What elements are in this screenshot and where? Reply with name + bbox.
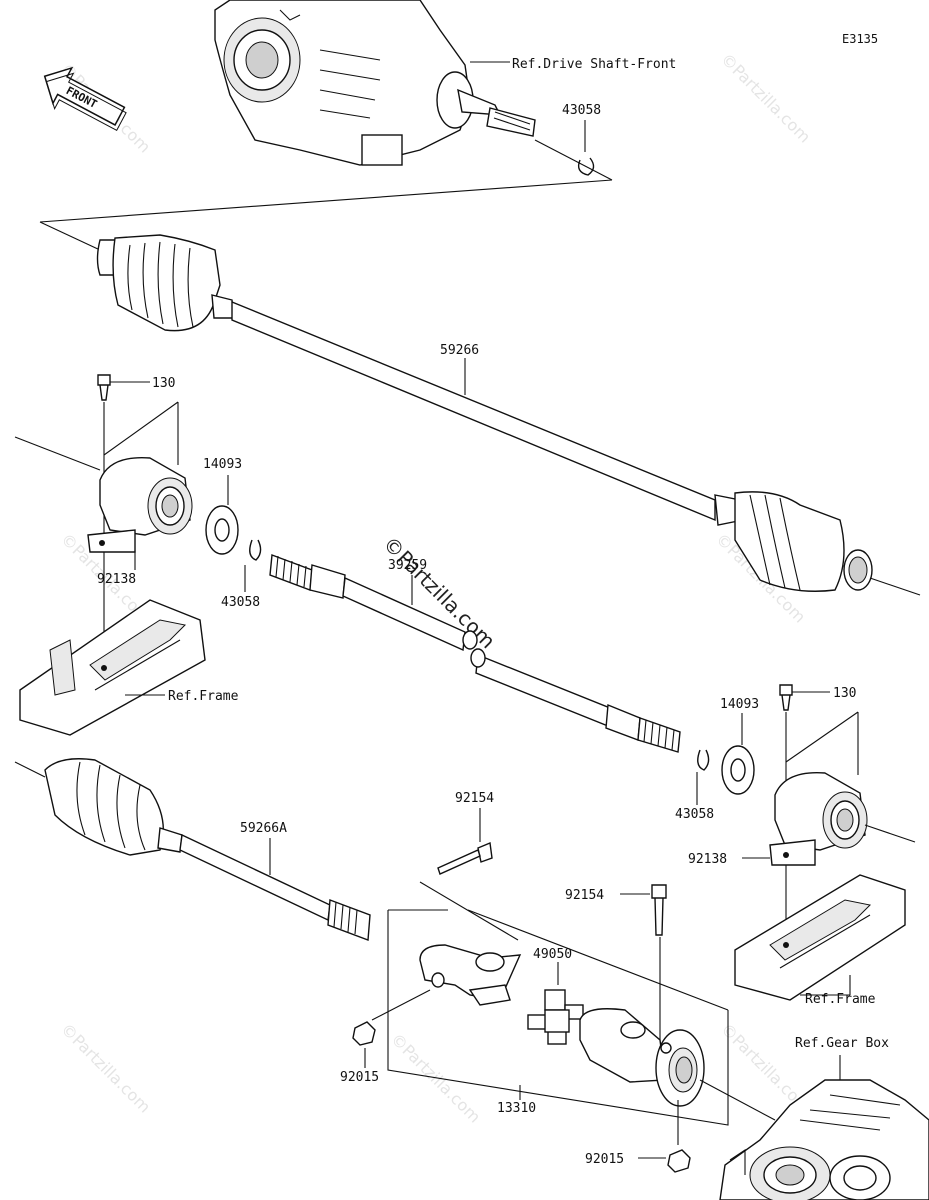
gear-box-ref	[719, 1079, 929, 1200]
label-43058-top: 43058	[562, 103, 601, 118]
label-14093-left: 14093	[203, 457, 242, 472]
watermark-text: ©Partzilla.com	[717, 49, 814, 146]
label-43058-right: 43058	[675, 807, 714, 822]
label-49050: 49050	[533, 947, 572, 962]
watermark-text: ©Partzilla.com	[57, 1019, 154, 1116]
bolt-130-right	[779, 684, 793, 711]
universal-joint-49050	[527, 989, 584, 1045]
label-ref-frame-left: Ref.Frame	[168, 689, 239, 704]
label-59266: 59266	[440, 343, 479, 358]
circlip-43058-left	[249, 539, 262, 561]
nut-92015-bottom	[667, 1149, 691, 1173]
drive-shaft-59266	[96, 234, 873, 592]
label-ref-drive-shaft-front: Ref.Drive Shaft-Front	[512, 57, 676, 72]
nut-92015-left	[352, 1021, 376, 1046]
yoke-left	[419, 944, 522, 1006]
bolt-92154-top	[437, 842, 493, 875]
frame-right-ref	[734, 874, 906, 1001]
label-92015-left: 92015	[340, 1070, 379, 1085]
label-92154-top: 92154	[455, 791, 494, 806]
bearing-92138-left	[87, 456, 193, 553]
bolt-92154-mid	[651, 884, 667, 936]
circlip-43058-right	[697, 749, 710, 771]
front-differential-ref	[214, 0, 536, 166]
label-92138-left: 92138	[97, 572, 136, 587]
label-ref-frame-right: Ref.Frame	[805, 992, 876, 1007]
shaft-39259	[269, 554, 681, 753]
label-92154-mid: 92154	[565, 888, 604, 903]
drive-shaft-59266A	[44, 758, 371, 941]
label-130-right: 130	[833, 686, 856, 701]
flange-yoke-right	[579, 1008, 705, 1107]
diagram-code: E3135	[842, 32, 878, 46]
washer-14093-right	[721, 745, 755, 795]
label-92015-bottom: 92015	[585, 1152, 624, 1167]
label-39259: 39259	[388, 558, 427, 573]
bearing-92138-right	[769, 771, 868, 866]
label-ref-gear-box: Ref.Gear Box	[795, 1036, 889, 1051]
label-13310: 13310	[497, 1101, 536, 1116]
label-59266A: 59266A	[240, 821, 287, 836]
front-arrow-icon: FRONT	[43, 66, 127, 132]
label-92138-right: 92138	[688, 852, 727, 867]
label-130-left: 130	[152, 376, 175, 391]
washer-14093-left	[205, 505, 239, 555]
label-43058-left: 43058	[221, 595, 260, 610]
assembly-13310-bracket	[387, 910, 729, 1126]
bolt-130-left	[97, 374, 111, 401]
frame-left-ref	[19, 599, 206, 736]
label-14093-right: 14093	[720, 697, 759, 712]
